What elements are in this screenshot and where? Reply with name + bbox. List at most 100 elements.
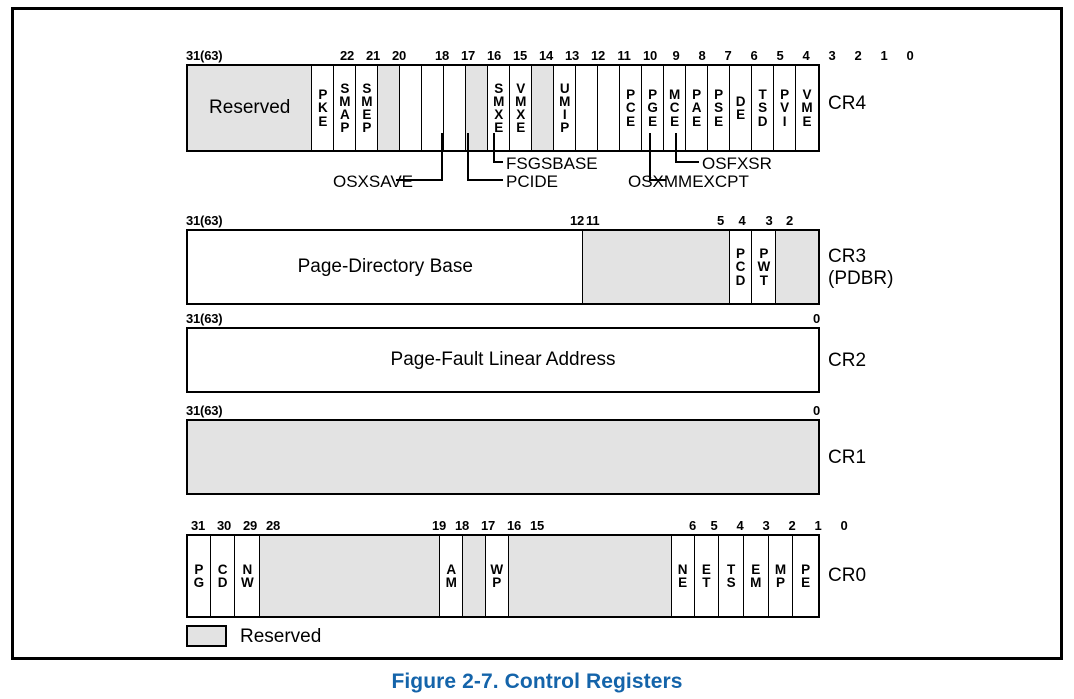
cr0-bit-label-0: 0 bbox=[840, 518, 848, 533]
figure-caption: Figure 2-7. Control Registers bbox=[391, 670, 683, 693]
cr0-bit-label-5: 5 bbox=[710, 518, 718, 533]
cr4-field-reserved-19 bbox=[378, 66, 401, 150]
callout-fsgsbase: FSGSBASE bbox=[506, 154, 598, 173]
cr0-bit-label-19: 19 bbox=[431, 518, 446, 533]
cr3-bit-label-11: 11 bbox=[586, 213, 600, 228]
cr0-bit-label-1: 1 bbox=[814, 518, 822, 533]
cr3-bit-label-31-63: 31(63) bbox=[186, 213, 223, 228]
cr1-box bbox=[186, 419, 820, 495]
bit-label-7: 7 bbox=[724, 48, 732, 63]
bit-label-12: 12 bbox=[590, 48, 606, 63]
leader-osfxsr-horizontal bbox=[675, 161, 699, 164]
cr4-field-fsgsbase bbox=[444, 66, 467, 150]
bit-label-13: 13 bbox=[564, 48, 580, 63]
callout-pcide: PCIDE bbox=[506, 172, 558, 191]
bit-label-3: 3 bbox=[828, 48, 836, 63]
bit-label-20: 20 bbox=[391, 48, 407, 63]
cr3-register-name-line1: CR3 bbox=[828, 246, 867, 267]
cr3-field-reserved-11-5 bbox=[583, 231, 729, 303]
legend-reserved-swatch bbox=[186, 625, 227, 647]
leader-osxsave-horizontal bbox=[396, 179, 443, 182]
bit-label-10: 10 bbox=[642, 48, 658, 63]
cr4-field-osfxsr bbox=[598, 66, 621, 150]
cr4-field-osxsave bbox=[400, 66, 423, 150]
cr0-field-reserved-17 bbox=[463, 536, 486, 616]
leader-osfxsr-vertical bbox=[675, 133, 678, 163]
bit-label-14: 14 bbox=[538, 48, 554, 63]
bit-label-4: 4 bbox=[802, 48, 810, 63]
cr3-bit-label-5: 5 bbox=[716, 213, 724, 228]
leader-fsgsbase-vertical bbox=[493, 133, 496, 163]
cr2-field-page-fault-linear-address: Page-Fault Linear Address bbox=[188, 329, 818, 391]
cr4-bit-numbers: 31(63) 22 21 20 18 17 16 15 14 13 12 11 … bbox=[186, 45, 914, 63]
bit-label-5: 5 bbox=[776, 48, 784, 63]
cr3-bit-label-2: 2 bbox=[786, 213, 794, 228]
cr4-field-pcide bbox=[422, 66, 445, 150]
bit-label-11: 11 bbox=[617, 48, 631, 63]
cr2-field-page-fault-linear-address-label: Page-Fault Linear Address bbox=[390, 349, 616, 370]
callout-osxsave: OSXSAVE bbox=[333, 172, 413, 191]
cr2-bit-numbers: 31(63) 0 bbox=[186, 308, 820, 325]
cr1-bit-numbers: 31(63) 0 bbox=[186, 400, 820, 417]
cr0-bit-label-3: 3 bbox=[762, 518, 770, 533]
bit-label-0: 0 bbox=[906, 48, 914, 63]
cr1-bit-label-31-63: 31(63) bbox=[186, 403, 223, 418]
cr0-bit-label-18: 18 bbox=[454, 518, 470, 533]
cr3-bit-label-3: 3 bbox=[765, 213, 773, 228]
cr4-register-name: CR4 bbox=[828, 93, 867, 114]
leader-osxmmexcpt-horizontal bbox=[649, 179, 666, 182]
cr0-field-reserved-15-6 bbox=[508, 536, 672, 616]
cr2-box: Page-Fault Linear Address bbox=[186, 327, 820, 393]
cr3-field-page-directory-base-label: Page-Directory Base bbox=[297, 256, 473, 277]
cr4-field-osxmmexcpt bbox=[576, 66, 599, 150]
cr4-field-reserved-12 bbox=[532, 66, 555, 150]
cr1-field-reserved bbox=[188, 421, 818, 493]
bit-label-21: 21 bbox=[365, 48, 381, 63]
cr3-bit-numbers: 31(63) 12 11 5 4 3 2 bbox=[186, 210, 820, 227]
bit-label-1: 1 bbox=[880, 48, 888, 63]
cr0-bit-label-2: 2 bbox=[788, 518, 796, 533]
cr4-field-reserved-label: Reserved bbox=[209, 97, 291, 118]
cr3-bit-label-4: 4 bbox=[738, 213, 746, 228]
cr0-register-name: CR0 bbox=[828, 565, 867, 586]
leader-pcide-vertical bbox=[467, 133, 470, 181]
cr0-bit-label-15: 15 bbox=[530, 518, 545, 533]
cr0-bit-label-17: 17 bbox=[480, 518, 496, 533]
cr0-bit-numbers: 31 30 29 28 19 18 17 16 15 6 5 4 3 2 1 0 bbox=[186, 515, 848, 533]
bit-label-15: 15 bbox=[512, 48, 528, 63]
